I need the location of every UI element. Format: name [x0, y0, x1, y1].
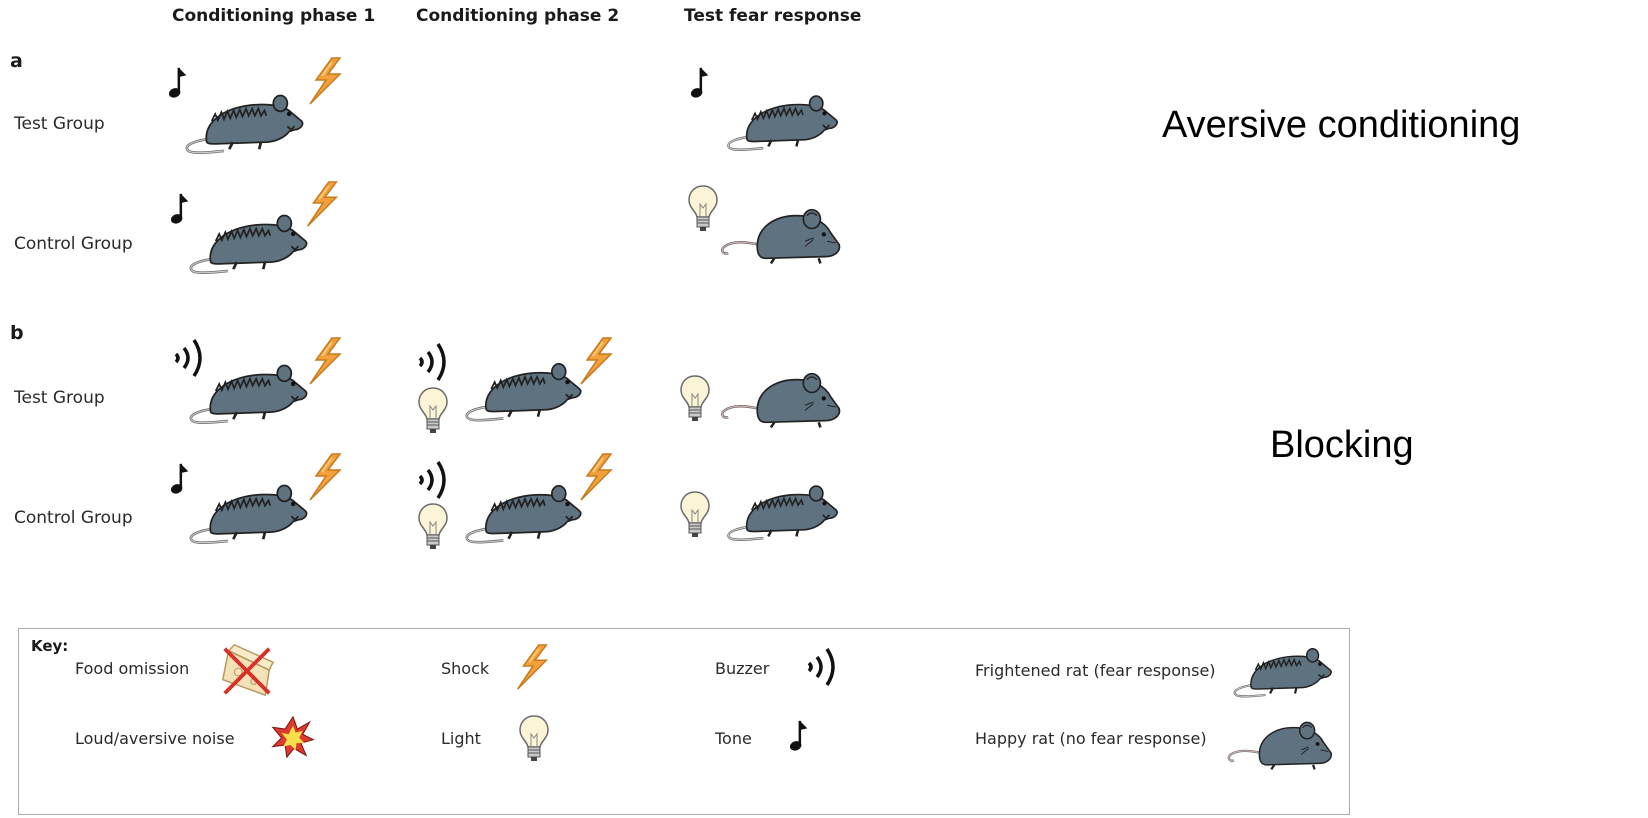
panel-b-control-group-label: Control Group: [14, 508, 133, 528]
key-label-food-omission: Food omission: [75, 659, 190, 678]
light-bulb-icon: [418, 502, 448, 552]
frightened-rat-icon: [722, 84, 846, 156]
key-label-frightened-rat: Frightened rat (fear response): [975, 661, 1216, 680]
panel-a-test-group-label: Test Group: [14, 114, 105, 134]
frightened-rat-icon: [460, 352, 590, 426]
shock-icon: [303, 336, 349, 386]
key-label-light: Light: [441, 729, 481, 748]
column-header-phase2: Conditioning phase 2: [416, 6, 620, 26]
happy-rat-icon: [718, 360, 846, 430]
loud-noise-icon: [271, 715, 315, 759]
frightened-rat-icon: [180, 84, 312, 158]
frightened-rat-icon: [184, 354, 316, 428]
key-legend: Key: Food omission Shock Buzzer Frighten…: [18, 628, 1350, 815]
side-label-blocking: Blocking: [1270, 424, 1414, 466]
frightened-rat-icon: [722, 474, 846, 546]
panel-b-test-group-label: Test Group: [14, 388, 105, 408]
shock-icon: [574, 336, 620, 386]
key-label-shock: Shock: [441, 659, 490, 678]
happy-rat-icon: [718, 196, 846, 266]
tone-icon: [789, 715, 809, 755]
shock-icon: [303, 180, 343, 228]
buzzer-icon: [414, 458, 454, 502]
panel-a-label: a: [10, 50, 23, 72]
key-label-happy-rat: Happy rat (no fear response): [975, 729, 1207, 748]
side-label-aversive-conditioning: Aversive conditioning: [1162, 104, 1521, 146]
light-bulb-icon: [519, 713, 549, 765]
food-omission-icon: [217, 641, 275, 699]
frightened-rat-icon: [460, 474, 590, 548]
shock-icon: [303, 452, 349, 502]
light-bulb-icon: [680, 374, 710, 424]
panel-b-label: b: [10, 322, 24, 344]
happy-rat-icon: [1225, 709, 1337, 773]
key-title: Key:: [31, 637, 69, 655]
key-label-loud-noise: Loud/aversive noise: [75, 729, 235, 748]
frightened-rat-icon: [184, 204, 316, 278]
key-label-buzzer: Buzzer: [715, 659, 770, 678]
buzzer-icon: [803, 645, 843, 689]
light-bulb-icon: [418, 386, 448, 436]
buzzer-icon: [414, 340, 454, 384]
shock-icon: [513, 643, 553, 691]
panel-a-control-group-label: Control Group: [14, 234, 133, 254]
tone-icon: [690, 62, 710, 102]
frightened-rat-icon: [1229, 639, 1339, 701]
light-bulb-icon: [688, 184, 718, 234]
column-header-phase1: Conditioning phase 1: [172, 6, 376, 26]
column-header-test: Test fear response: [684, 6, 862, 26]
shock-icon: [574, 452, 620, 502]
frightened-rat-icon: [184, 474, 316, 548]
key-label-tone: Tone: [715, 729, 752, 748]
light-bulb-icon: [680, 490, 710, 540]
shock-icon: [303, 56, 349, 106]
